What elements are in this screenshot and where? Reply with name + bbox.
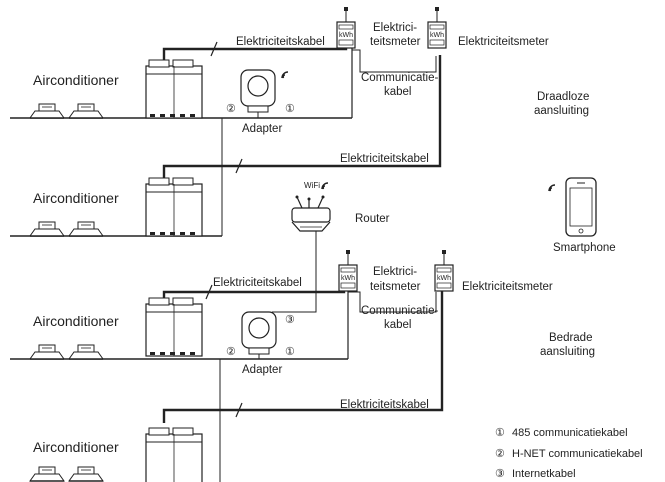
legend-text: 485 communicatiekabel <box>512 427 628 439</box>
meter-icon: kWh <box>434 249 454 292</box>
outdoor-unit <box>145 297 203 357</box>
svg-text:kWh: kWh <box>339 32 353 39</box>
indoor-unit <box>68 221 104 237</box>
marker-three: ③ <box>285 314 295 326</box>
wireless-system: Airconditioner Airconditioner Adapter ② … <box>10 6 589 237</box>
indoor-unit <box>29 344 65 360</box>
airconditioner-label: Airconditioner <box>33 313 119 329</box>
svg-text:kWh: kWh <box>437 275 451 282</box>
comm-cable-label-line1: Communicatie- <box>361 72 438 84</box>
marker-two: ② <box>226 103 236 115</box>
meter-label: Elektriciteitsmeter <box>458 36 549 48</box>
comm-cable-label-line2: kabel <box>384 86 412 98</box>
indoor-unit <box>68 344 104 360</box>
svg-text:kWh: kWh <box>430 32 444 39</box>
meter-icon: kWh <box>338 249 358 292</box>
legend-marker: ② <box>495 448 505 460</box>
legend-marker: ① <box>495 427 505 439</box>
adapter-device <box>240 69 276 113</box>
meter-icon: kWh <box>427 6 447 49</box>
power-cable-label: Elektriciteitskabel <box>340 399 429 411</box>
power-cable-label: Elektriciteitskabel <box>236 36 325 48</box>
meter-label-line1: Elektrici- <box>373 266 417 278</box>
wifi-icon <box>548 184 556 192</box>
airconditioner-label: Airconditioner <box>33 72 119 88</box>
meter-label: Elektriciteitsmeter <box>462 281 553 293</box>
meter-label-line1: Elektrici- <box>373 22 417 34</box>
power-cable-label: Elektriciteitskabel <box>340 153 429 165</box>
airconditioner-label: Airconditioner <box>33 190 119 206</box>
adapter-label: Adapter <box>242 123 282 135</box>
legend-text: Internetkabel <box>512 468 576 480</box>
legend-item: ① 485 communicatiekabel <box>495 427 628 439</box>
meter-label-line2: teitsmeter <box>370 281 421 293</box>
wifi-label: WiFi <box>304 181 320 190</box>
legend: ① 485 communicatiekabel ② H-NET communic… <box>495 427 643 480</box>
legend-item: ③ Internetkabel <box>495 468 576 480</box>
wifi-icon <box>321 182 329 190</box>
airconditioner-label: Airconditioner <box>33 439 119 455</box>
smartphone-device <box>565 177 597 237</box>
meter-icon: kWh <box>336 6 356 49</box>
comm-cable-label-line2: kabel <box>384 319 412 331</box>
wireless-label-line1: Draadloze <box>537 91 589 103</box>
indoor-unit <box>68 466 104 482</box>
outdoor-unit <box>145 427 203 482</box>
legend-item: ② H-NET communicatiekabel <box>495 448 643 460</box>
marker-one: ① <box>285 346 295 358</box>
outdoor-unit <box>145 177 203 237</box>
outdoor-unit <box>145 59 203 119</box>
adapter-label: Adapter <box>242 364 282 376</box>
legend-text: H-NET communicatiekabel <box>512 448 643 460</box>
marker-two: ② <box>226 346 236 358</box>
router-label: Router <box>355 213 390 225</box>
wired-system: Airconditioner Airconditioner Adapter ② … <box>10 231 595 482</box>
svg-text:kWh: kWh <box>341 275 355 282</box>
adapter-device <box>241 311 277 355</box>
marker-one: ① <box>285 103 295 115</box>
router-device <box>291 195 331 232</box>
wired-label-line1: Bedrade <box>549 332 592 344</box>
indoor-unit <box>29 103 65 119</box>
indoor-unit <box>29 221 65 237</box>
power-cable-label: Elektriciteitskabel <box>213 277 302 289</box>
smartphone-label: Smartphone <box>553 242 616 254</box>
legend-marker: ③ <box>495 468 505 480</box>
wireless-label-line2: aansluiting <box>534 105 589 117</box>
indoor-unit <box>29 466 65 482</box>
meter-label-line2: teitsmeter <box>370 36 421 48</box>
comm-cable-label-line1: Communicatie- <box>361 305 438 317</box>
wired-label-line2: aansluiting <box>540 346 595 358</box>
indoor-unit <box>68 103 104 119</box>
wifi-icon <box>281 71 289 79</box>
